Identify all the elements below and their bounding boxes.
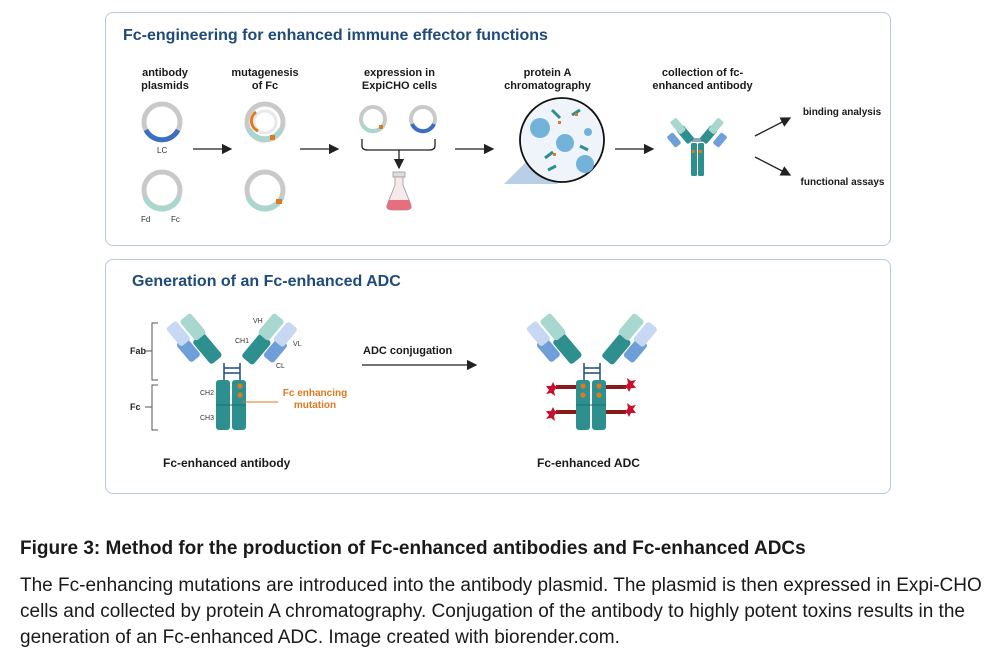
fc-enhanced-antibody-caption: Fc-enhanced antibody [163, 456, 291, 470]
plasmid-fc-label: Fc [171, 215, 180, 224]
ch2-domain-label: CH2 [200, 390, 215, 397]
arrow-to-binding [754, 117, 792, 137]
panel-adc-generation [105, 259, 891, 494]
step-mutagenesis-label: mutagenesis of Fc [231, 67, 299, 92]
vh-domain-label: VH [253, 318, 263, 325]
flask-icon [386, 171, 412, 211]
vl-domain-label: VL [293, 341, 302, 348]
expression-plasmid-heavy-icon [359, 105, 387, 134]
step-antibody-plasmids-label: antibody plasmids [141, 67, 189, 92]
panel2-title: Generation of an Fc-enhanced ADC [132, 273, 401, 290]
arrow-to-functional [754, 156, 792, 176]
ch3-domain-label: CH3 [200, 415, 215, 422]
chromatography-icon [504, 97, 605, 184]
panel-fc-engineering [105, 12, 891, 246]
fc-enhanced-adc-icon [526, 313, 657, 430]
fc-bracket [151, 384, 158, 431]
expression-plasmid-light-icon [409, 105, 437, 134]
collected-antibody-icon [667, 118, 727, 176]
fc-mutation-label: Fc enhancing mutation [282, 388, 348, 411]
fab-region-label: Fab [130, 346, 147, 356]
step-expression-label: expression in ExpiCHO cells [361, 67, 438, 92]
figure-caption-body: The Fc-enhancing mutations are introduce… [20, 575, 982, 648]
ch1-domain-label: CH1 [235, 338, 250, 345]
step-collection-label: collection of fc-enhanced antibody [652, 67, 753, 92]
adc-conjugation-label: ADC conjugation [363, 345, 453, 357]
step-protein-a-label: protein A chromatography [504, 67, 591, 92]
plasmid-lc-icon [141, 101, 183, 143]
toxin-icon [622, 378, 636, 392]
plasmid-lc-label: LC [157, 146, 168, 155]
output-binding-analysis: binding analysis [802, 107, 882, 118]
plasmid-mutagenesis-icon [244, 101, 286, 143]
output-functional-assays: functional assays [800, 177, 885, 188]
panel1-title: Fc-engineering for enhanced immune effec… [123, 27, 548, 44]
figure-caption-title: Figure 3: Method for the production of F… [20, 538, 806, 559]
fc-enhanced-antibody-icon [166, 313, 297, 430]
plasmid-mutated-fc-icon [244, 169, 286, 212]
fab-bracket [151, 322, 158, 381]
toxin-icons [546, 378, 636, 421]
plasmid-heavy-icon [141, 169, 183, 212]
plasmid-fd-label: Fd [141, 215, 151, 224]
toxin-icon [622, 403, 636, 417]
toxin-icon [546, 382, 560, 396]
fc-enhanced-adc-caption: Fc-enhanced ADC [537, 456, 640, 470]
cl-domain-label: CL [276, 363, 285, 370]
fc-region-label: Fc [130, 402, 141, 412]
toxin-icon [546, 407, 560, 421]
